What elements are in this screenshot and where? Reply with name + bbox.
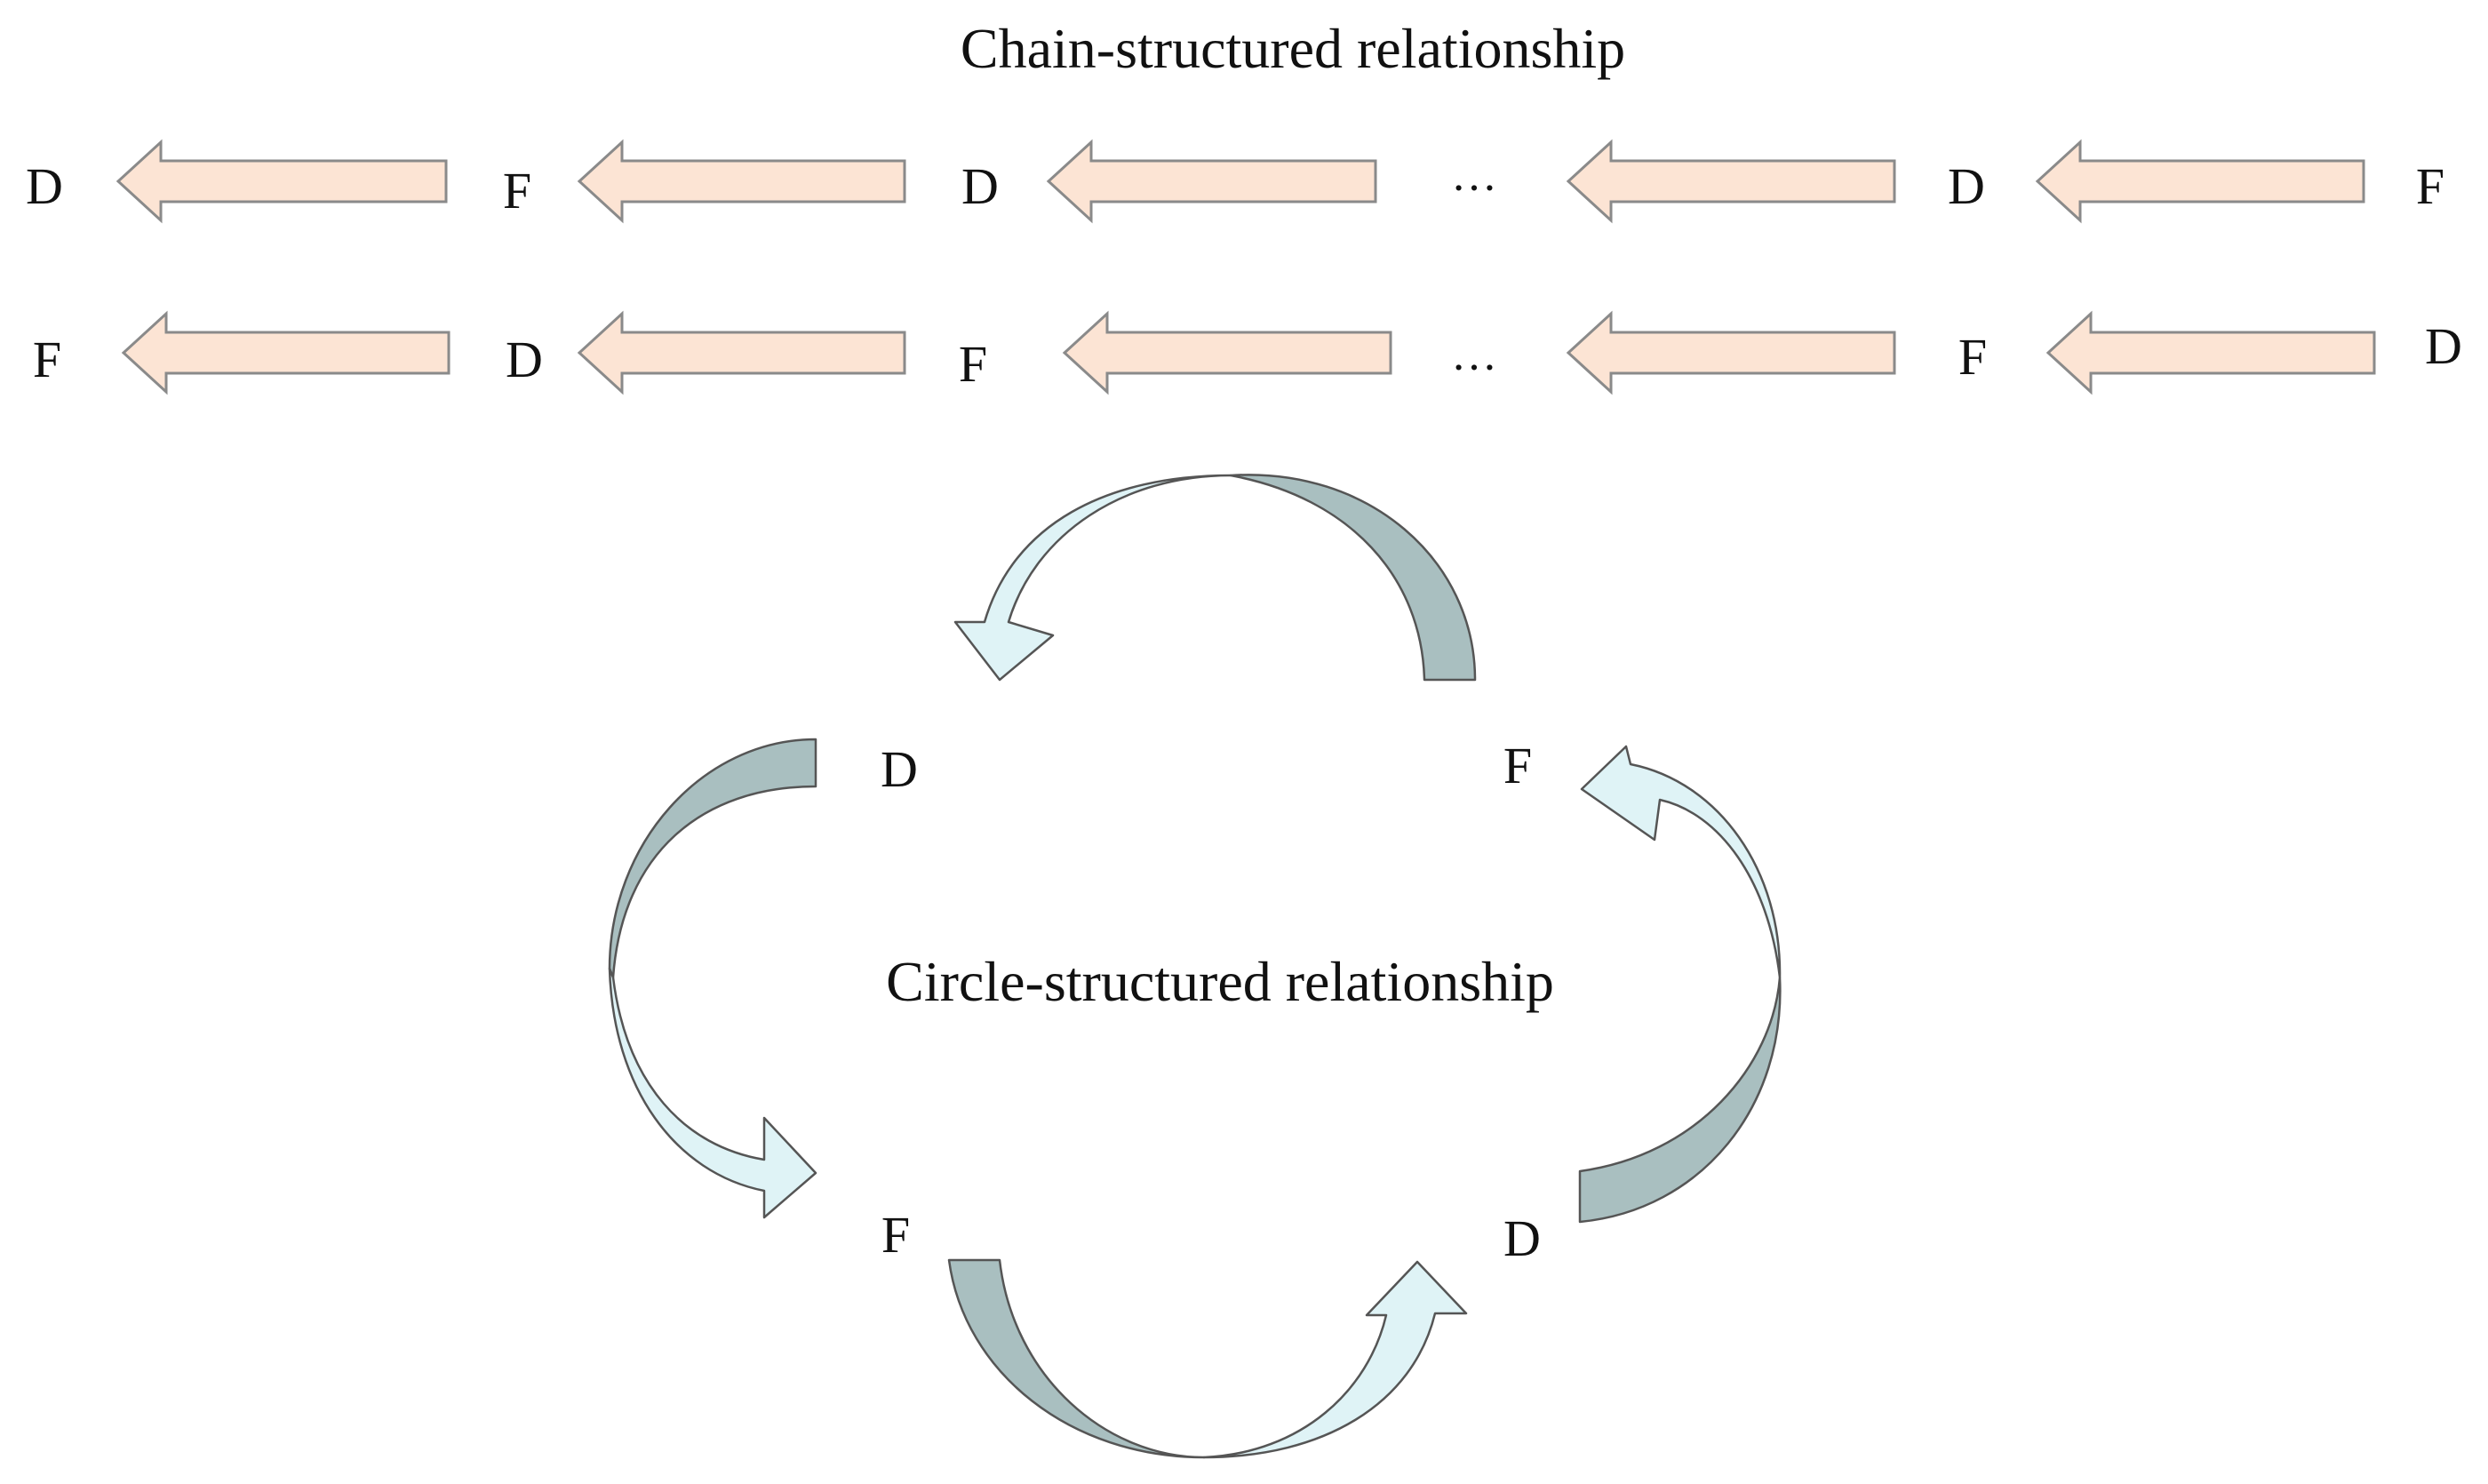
curve-right-arrow bbox=[1580, 745, 1782, 979]
chain-row2-arrow-3 bbox=[1062, 310, 1392, 395]
curve-top-arrow bbox=[953, 474, 1232, 682]
circle-arrows bbox=[608, 474, 1782, 1459]
circle-node-top-right: F bbox=[1503, 737, 1533, 794]
chain-row2-node-1: F bbox=[32, 331, 62, 388]
chain-row2-ellipsis: … bbox=[1451, 330, 1499, 380]
chain-row2-node-5: F bbox=[1958, 328, 1988, 386]
curve-top-back bbox=[1229, 474, 1477, 682]
curve-left-arrow bbox=[608, 967, 817, 1219]
chain-row1-node-1: D bbox=[26, 157, 63, 215]
chain-arrows bbox=[116, 139, 2376, 395]
chain-row1-node-2: F bbox=[502, 162, 532, 219]
chain-row1-ellipsis: … bbox=[1451, 150, 1499, 201]
circle-title: Circle-structured relationship bbox=[886, 950, 1554, 1013]
chain-row1-node-6: F bbox=[2415, 157, 2445, 215]
chain-row2-arrow-1 bbox=[121, 310, 451, 395]
chain-row2-node-2: D bbox=[506, 331, 543, 388]
chain-row1-node-3: D bbox=[961, 157, 999, 215]
chain-row2-arrow-2 bbox=[577, 310, 906, 395]
chain-row1-arrow-1 bbox=[116, 139, 448, 224]
chain-row1-arrow-3 bbox=[1046, 139, 1377, 224]
chain-row2-arrow-4 bbox=[1566, 310, 1896, 395]
curve-left-back bbox=[608, 738, 817, 979]
chain-row1-node-5: D bbox=[1948, 157, 1985, 215]
curve-bottom-back bbox=[947, 1258, 1206, 1459]
curve-right-back bbox=[1578, 976, 1782, 1224]
chain-row1-arrow-4 bbox=[1566, 139, 1896, 224]
chain-row1-arrow-2 bbox=[577, 139, 906, 224]
chain-title: Chain-structured relationship bbox=[960, 17, 1626, 80]
circle-node-top-left: D bbox=[881, 740, 918, 798]
chain-row2-arrow-5 bbox=[2045, 310, 2376, 395]
chain-row1-arrow-5 bbox=[2035, 139, 2365, 224]
circle-node-bottom-right: D bbox=[1503, 1209, 1541, 1267]
curve-bottom-arrow bbox=[1202, 1260, 1468, 1459]
chain-row2-node-3: F bbox=[958, 335, 988, 393]
circle-node-bottom-left: F bbox=[881, 1206, 911, 1264]
chain-row2-node-6: D bbox=[2425, 317, 2462, 375]
